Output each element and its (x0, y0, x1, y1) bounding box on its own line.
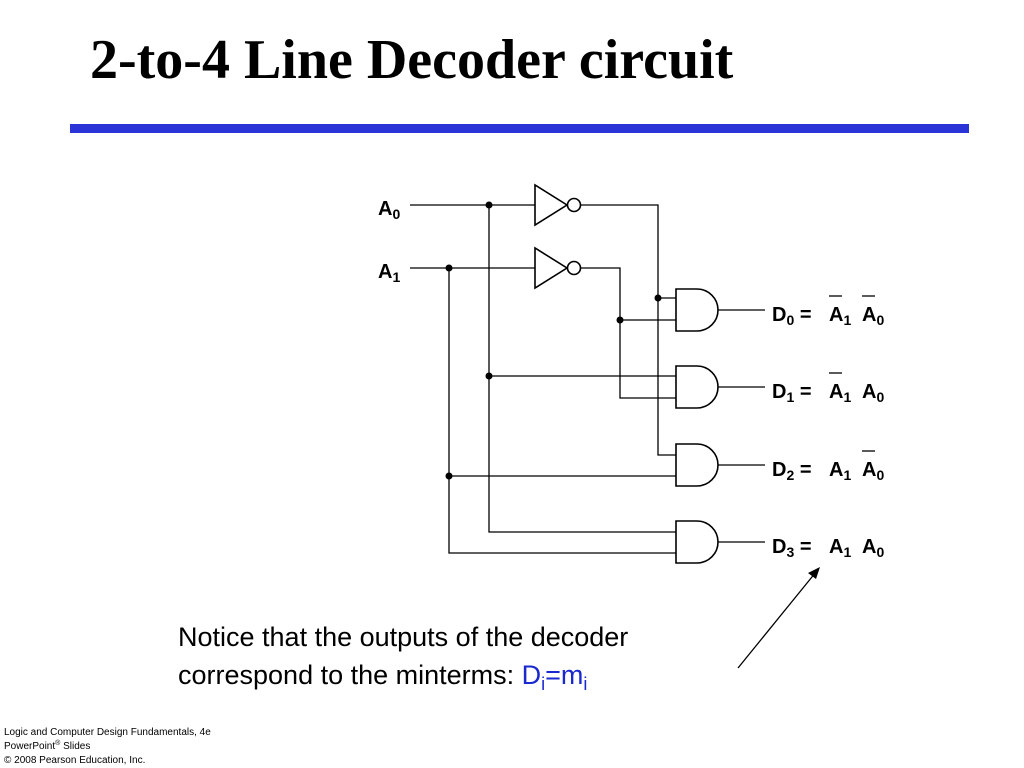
wire-not-a0 (581, 204, 676, 456)
wire-a0-bus (488, 205, 676, 533)
svg-text:A0: A0 (862, 304, 884, 328)
svg-text:A0: A0 (862, 459, 884, 483)
wire-not-a1 (581, 267, 676, 399)
junction-dot (445, 264, 453, 272)
input-label-a0: A0 (378, 198, 400, 222)
wire-a1-bus (448, 268, 676, 554)
slide-footer: Logic and Computer Design Fundamentals, … (4, 726, 211, 768)
svg-text:D0 =: D0 = (772, 304, 812, 328)
svg-text:D2 =: D2 = (772, 459, 812, 483)
junction-dot (485, 372, 493, 380)
footer-book: Logic and Computer Design Fundamentals, … (4, 727, 211, 738)
output-equation-d2: D2 = A1 A0 (772, 450, 884, 483)
not-gate-a1 (534, 246, 569, 290)
svg-text:A0: A0 (862, 536, 884, 560)
title-underline (70, 124, 969, 133)
annotation-arrow-line (737, 571, 817, 669)
output-equation-d0: D0 = A1 A0 (772, 295, 884, 328)
junction-dot (616, 316, 624, 324)
svg-text:A0: A0 (862, 381, 884, 405)
footer-copyright: © 2008 Pearson Education, Inc. (4, 755, 146, 766)
not-bubble-a1 (566, 260, 582, 276)
not-bubble-a0 (566, 197, 582, 213)
minterm-formula: Di=mi (521, 660, 588, 694)
and-gate-d1 (675, 365, 719, 409)
junction-dot (485, 201, 493, 209)
svg-text:A1: A1 (829, 381, 851, 405)
footer-slides: PowerPoint® Slides (4, 740, 91, 752)
and-gate-d2 (675, 443, 719, 487)
and-gate-d3 (675, 520, 719, 564)
and-gate-d0 (675, 288, 719, 332)
annotation-arrow-head (808, 567, 820, 579)
not-gate-a0 (534, 183, 569, 227)
input-label-a1: A1 (378, 261, 400, 285)
junction-dot (445, 472, 453, 480)
svg-text:A1: A1 (829, 536, 851, 560)
note-line-1: Notice that the outputs of the decoder (178, 622, 629, 652)
svg-text:D3 =: D3 = (772, 536, 812, 560)
output-equation-d1: D1 = A1 A0 (772, 372, 884, 405)
svg-text:A1: A1 (829, 459, 851, 483)
junction-dot (654, 294, 662, 302)
output-equation-d3: D3 = A1 A0 (772, 536, 884, 560)
svg-text:D1 =: D1 = (772, 381, 812, 405)
minterm-note: Notice that the outputs of the decoder c… (178, 618, 628, 694)
svg-text:A1: A1 (829, 304, 851, 328)
note-line-2: correspond to the minterms: Di=mi (178, 660, 588, 694)
slide-title: 2-to-4 Line Decoder circuit (90, 29, 734, 91)
